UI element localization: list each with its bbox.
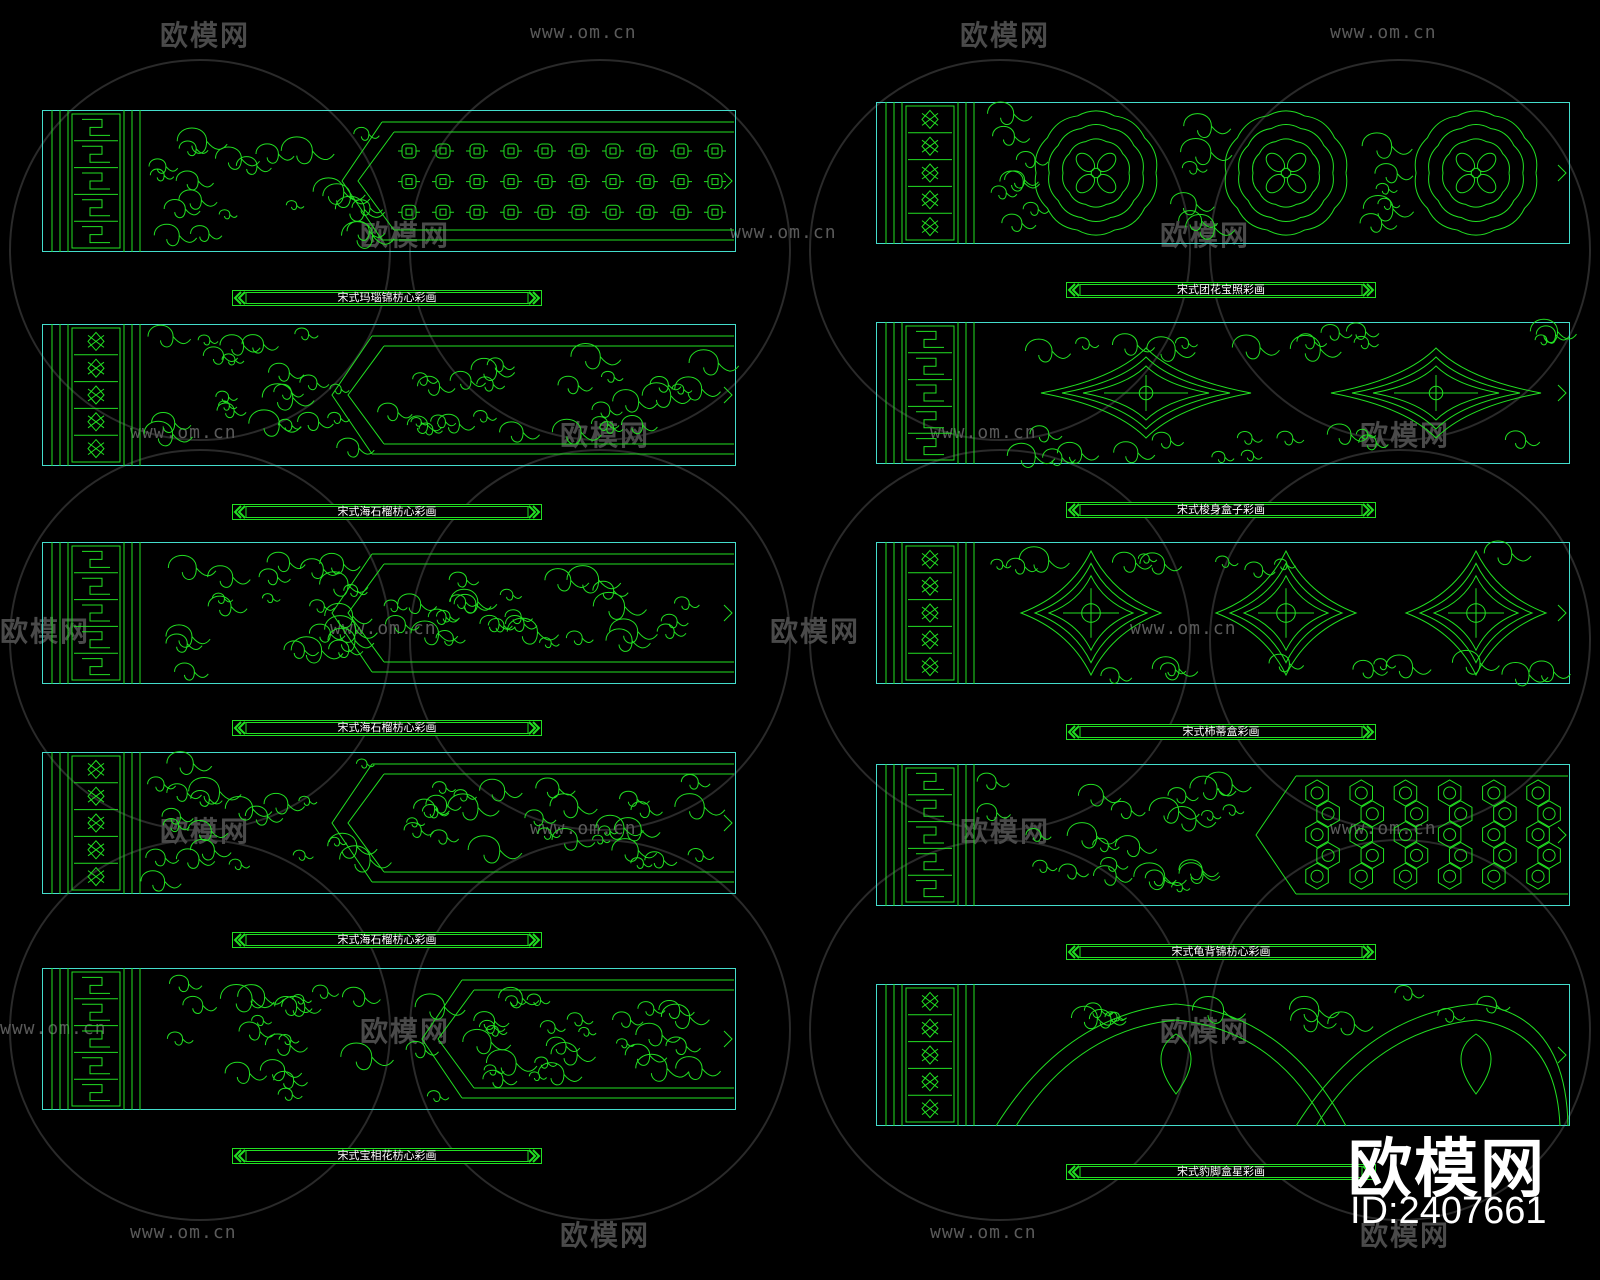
painting-drawing [876,318,1577,468]
label-frame [232,290,542,306]
label-frame [1066,282,1376,298]
painting-drawing [42,542,736,684]
watermark-logo: 欧模网 [1360,1219,1451,1252]
panel-label: 宋式柿蒂盒彩画 [1066,724,1376,740]
panel-label: 宋式海石榴枋心彩画 [232,932,542,948]
watermark-logo: 欧模网 [160,19,251,52]
panel-label: 宋式龟背锦枋心彩画 [1066,944,1376,960]
watermark-url: www.om.cn [930,1222,1037,1243]
watermark-logo: 欧模网 [560,419,651,452]
label-frame [232,932,542,948]
panel-label: 宋式玛瑙锦枋心彩画 [232,290,542,306]
painting-panel [876,540,1571,687]
watermark-url: www.om.cn [1330,22,1437,43]
painting-panel [42,751,736,894]
panel-label-text: 宋式海石榴枋心彩画 [337,933,437,946]
label-frame [1066,944,1376,960]
painting-panel [42,110,736,252]
panel-label-text: 宋式海石榴枋心彩画 [337,721,437,734]
panel-label: 宋式海石榴枋心彩画 [232,504,542,520]
panel-label-text: 宋式梭身盒子彩画 [1177,503,1265,516]
panel-label: 宋式团花宝照彩画 [1066,282,1376,298]
painting-panel [42,542,736,684]
painting-panel [876,984,1570,1127]
label-frame [232,504,542,520]
watermark-url: www.om.cn [130,1222,237,1243]
watermark-url: www.om.cn [330,618,437,639]
watermark-url: www.om.cn [730,222,837,243]
label-frame [1066,1164,1376,1180]
painting-panel [42,324,740,466]
watermark-url: www.om.cn [130,422,237,443]
panel-label-text: 宋式海石榴枋心彩画 [337,505,437,518]
panel-label: 宋式梭身盒子彩画 [1066,502,1376,518]
panel-label: 宋式宝相花枋心彩画 [232,1148,542,1164]
painting-drawing [42,324,740,466]
painting-drawing [876,764,1570,906]
panel-label-text: 宋式豹脚盒星彩画 [1177,1165,1265,1178]
painting-drawing [876,984,1570,1127]
panel-label: 宋式豹脚盒星彩画 [1066,1164,1376,1180]
painting-panel [876,101,1570,244]
panel-label-text: 宋式玛瑙锦枋心彩画 [337,291,437,304]
panel-label-text: 宋式宝相花枋心彩画 [337,1149,437,1162]
watermark-url: www.om.cn [0,1018,107,1039]
watermark-logo: 欧模网 [960,19,1051,52]
watermark-logo: 欧模网 [1160,219,1251,252]
painting-drawing [876,540,1571,687]
watermark-logo: 欧模网 [0,615,91,648]
watermark-logo: 欧模网 [560,1219,651,1252]
watermark-logo: 欧模网 [960,815,1051,848]
painting-panel [876,764,1570,906]
label-frame [232,1148,542,1164]
panel-label-text: 宋式柿蒂盒彩画 [1182,725,1260,738]
painting-drawing [42,968,736,1110]
watermark-logo: 欧模网 [360,219,451,252]
watermark-url: www.om.cn [530,22,637,43]
painting-panel [42,968,736,1110]
label-frame [1066,502,1376,518]
panel-label-text: 宋式团花宝照彩画 [1177,283,1265,296]
brand-id: ID:2407661 [1350,1190,1547,1232]
watermark-logo: 欧模网 [770,615,861,648]
painting-drawing [42,751,736,894]
brand-logo-text: 欧模网 [1348,1133,1546,1207]
watermark-url: www.om.cn [930,422,1037,443]
watermark-logo: 欧模网 [360,1015,451,1048]
label-frame [1066,724,1376,740]
watermark-url: www.om.cn [1130,618,1237,639]
painting-drawing [876,101,1570,244]
painting-drawing [42,110,736,252]
painting-panel [876,318,1577,468]
panel-label-text: 宋式龟背锦枋心彩画 [1171,945,1271,958]
label-frame [232,720,542,736]
panel-label: 宋式海石榴枋心彩画 [232,720,542,736]
